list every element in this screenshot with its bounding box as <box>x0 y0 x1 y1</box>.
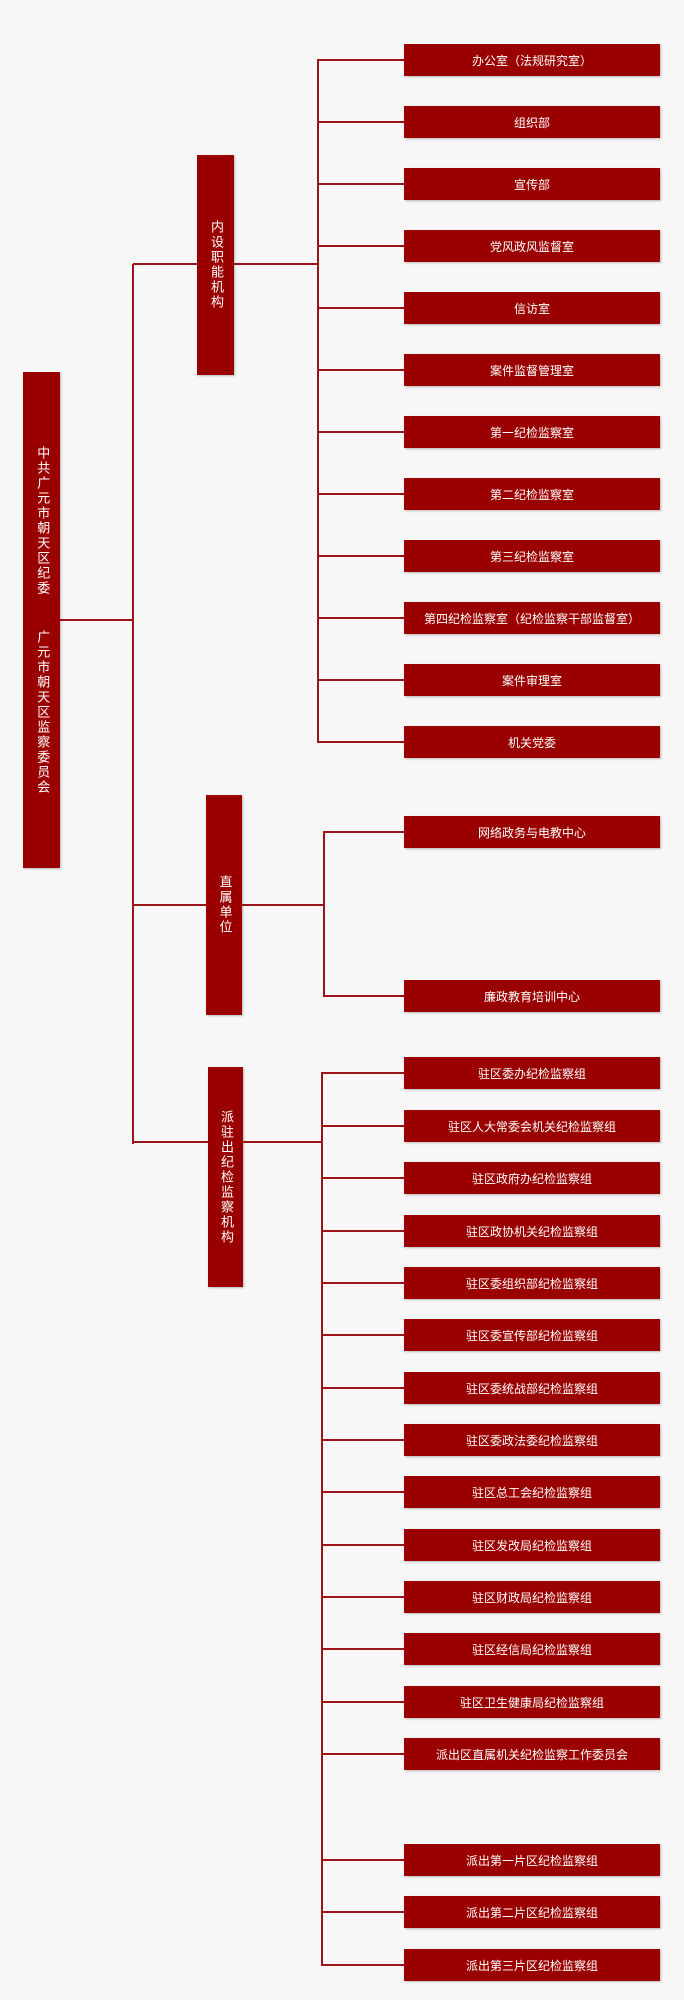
unit-box: 驻区经信局纪检监察组 <box>404 1633 660 1665</box>
unit-box: 驻区政府办纪检监察组 <box>404 1162 660 1194</box>
group-1-item-5-connector <box>318 306 404 310</box>
group-2-connector <box>133 903 206 907</box>
unit-box: 驻区财政局纪检监察组 <box>404 1581 660 1613</box>
group-3-item-17-connector <box>322 1963 404 1967</box>
group-1-item-9-connector <box>318 554 404 558</box>
trunk-line <box>131 264 135 1145</box>
group-1-spine <box>316 58 320 744</box>
group-3-item-13-connector <box>322 1700 404 1704</box>
unit-box: 组织部 <box>404 106 660 138</box>
group-3-item-10-connector <box>322 1543 404 1547</box>
group-1-item-8-connector <box>318 492 404 496</box>
unit-box: 驻区发改局纪检监察组 <box>404 1529 660 1561</box>
unit-box: 派出第一片区纪检监察组 <box>404 1844 660 1876</box>
group-1-item-3-connector <box>318 182 404 186</box>
group-3-spine <box>320 1071 324 1967</box>
unit-box: 驻区委政法委纪检监察组 <box>404 1424 660 1456</box>
unit-box: 信访室 <box>404 292 660 324</box>
unit-box: 党风政风监督室 <box>404 230 660 262</box>
root-connector <box>60 618 133 622</box>
group-2-branch <box>242 903 324 907</box>
group-3-item-11-connector <box>322 1595 404 1599</box>
group-1-item-12-connector <box>318 740 404 744</box>
group-1-item-7-connector <box>318 430 404 434</box>
unit-box: 派出区直属机关纪检监察工作委员会 <box>404 1738 660 1770</box>
unit-box: 案件监督管理室 <box>404 354 660 386</box>
unit-box: 驻区总工会纪检监察组 <box>404 1476 660 1508</box>
group-3-item-9-connector <box>322 1490 404 1494</box>
group-3-branch <box>243 1140 322 1144</box>
group-1-branch <box>234 262 318 266</box>
unit-box: 驻区委宣传部纪检监察组 <box>404 1319 660 1351</box>
unit-box: 驻区委组织部纪检监察组 <box>404 1267 660 1299</box>
group-3-item-7-connector <box>322 1386 404 1390</box>
unit-box: 驻区政协机关纪检监察组 <box>404 1215 660 1247</box>
group-3-item-16-connector <box>322 1910 404 1914</box>
group-3-item-6-connector <box>322 1333 404 1337</box>
group-2-item-2-connector <box>324 994 404 998</box>
group-3-item-3-connector <box>322 1176 404 1180</box>
group-3-item-5-connector <box>322 1281 404 1285</box>
group-3-item-2-connector <box>322 1124 404 1128</box>
group-3-item-4-connector <box>322 1229 404 1233</box>
group-1-item-4-connector <box>318 244 404 248</box>
group-2-item-1-connector <box>324 830 404 834</box>
group-3-item-14-connector <box>322 1752 404 1756</box>
unit-box: 第三纪检监察室 <box>404 540 660 572</box>
unit-box: 第四纪检监察室（纪检监察干部监督室） <box>404 602 660 634</box>
unit-box: 驻区人大常委会机关纪检监察组 <box>404 1110 660 1142</box>
unit-box: 驻区卫生健康局纪检监察组 <box>404 1686 660 1718</box>
group-3-item-12-connector <box>322 1647 404 1651</box>
group-1-item-2-connector <box>318 120 404 124</box>
unit-box: 案件审理室 <box>404 664 660 696</box>
unit-box: 派出第二片区纪检监察组 <box>404 1896 660 1928</box>
group-1-item-6-connector <box>318 368 404 372</box>
unit-box: 驻区委统战部纪检监察组 <box>404 1372 660 1404</box>
group-3-connector <box>133 1140 208 1144</box>
group-3-item-8-connector <box>322 1438 404 1442</box>
unit-box: 廉政教育培训中心 <box>404 980 660 1012</box>
group-3-box: 派驻出纪检监察机构 <box>208 1067 243 1287</box>
group-1-box: 内设职能机构 <box>197 155 234 375</box>
group-1-item-10-connector <box>318 616 404 620</box>
unit-box: 机关党委 <box>404 726 660 758</box>
unit-box: 办公室（法规研究室） <box>404 44 660 76</box>
unit-box: 派出第三片区纪检监察组 <box>404 1949 660 1981</box>
group-1-connector <box>133 262 197 266</box>
group-1-item-1-connector <box>318 58 404 62</box>
group-3-item-1-connector <box>322 1071 404 1075</box>
group-2-box: 直属单位 <box>206 795 242 1015</box>
group-2-spine <box>322 830 326 998</box>
unit-box: 驻区委办纪检监察组 <box>404 1057 660 1089</box>
group-1-item-11-connector <box>318 678 404 682</box>
unit-box: 第一纪检监察室 <box>404 416 660 448</box>
unit-box: 宣传部 <box>404 168 660 200</box>
unit-box: 网络政务与电教中心 <box>404 816 660 848</box>
group-3-item-15-connector <box>322 1858 404 1862</box>
unit-box: 第二纪检监察室 <box>404 478 660 510</box>
root-unit-box: 中共广元市朝天区纪委 广元市朝天区监察委员会 <box>23 372 60 868</box>
